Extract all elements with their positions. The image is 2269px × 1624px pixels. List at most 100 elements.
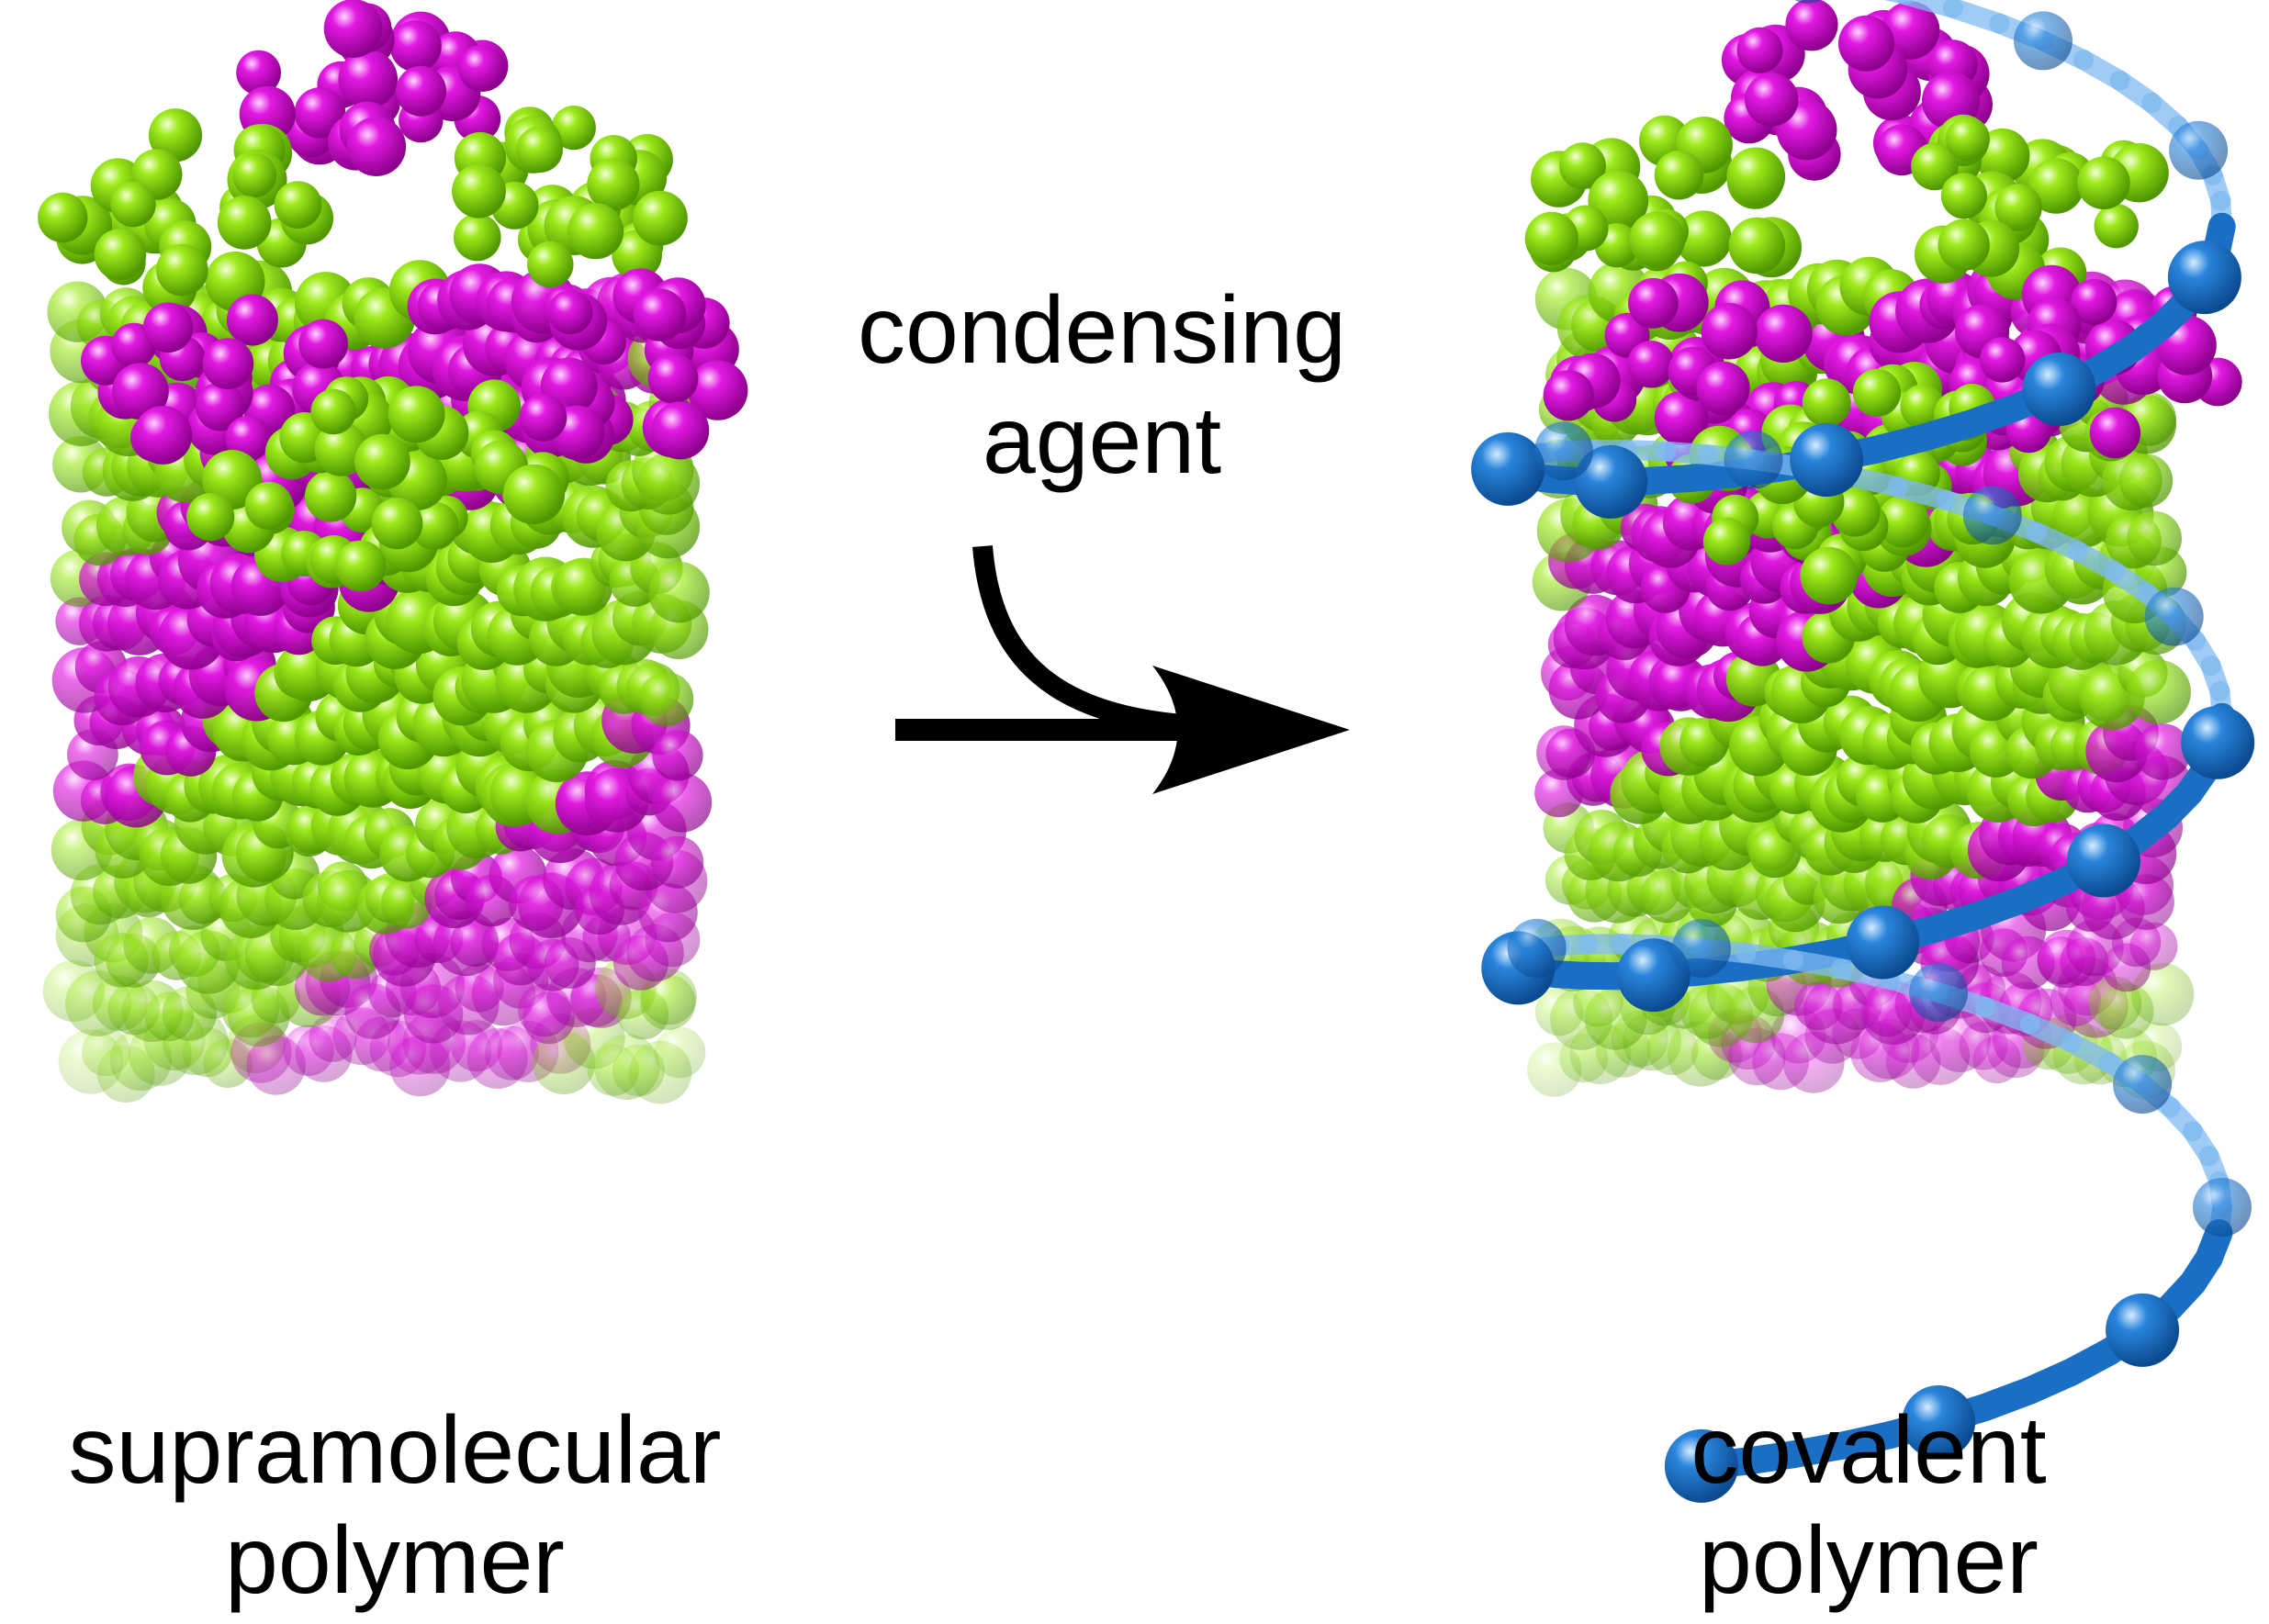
blue-bead	[1671, 919, 1731, 979]
green-atom	[502, 464, 564, 525]
green-atom	[1800, 546, 1859, 605]
right-label-line1: covalent	[1691, 1397, 2047, 1504]
magenta-atom	[1627, 341, 1675, 388]
magenta-atom	[111, 363, 169, 420]
green-atom	[388, 386, 445, 443]
green-atom	[274, 181, 322, 230]
reagent-label-line1: condensing	[858, 277, 1346, 384]
green-atom	[1524, 211, 1578, 265]
green-atom	[1726, 147, 1786, 207]
magenta-atom	[389, 20, 442, 73]
blue-bead	[1724, 430, 1783, 489]
magenta-atom	[1838, 15, 1894, 72]
magenta-atom	[1628, 277, 1679, 329]
green-atom	[110, 182, 156, 228]
green-atom	[38, 192, 88, 243]
magenta-atom	[1881, 1, 1940, 60]
magenta-atom	[323, 0, 383, 58]
magenta-atom	[2071, 278, 2117, 326]
blue-bead	[2113, 1055, 2173, 1114]
blue-bead	[2144, 587, 2204, 646]
green-atom	[1940, 173, 1987, 219]
magenta-atom	[2134, 723, 2191, 780]
blue-bead	[2022, 353, 2096, 426]
green-atom	[527, 241, 574, 288]
magenta-atom	[651, 835, 704, 889]
supramolecular-polymer-stack	[38, 0, 748, 1104]
green-atom	[2127, 510, 2182, 566]
blue-bead	[1616, 938, 1691, 1013]
green-atom	[334, 540, 387, 592]
blue-bead	[1574, 444, 1648, 519]
green-atom	[1938, 218, 1990, 271]
green-atom	[2118, 454, 2174, 508]
supramolecular-polymer-label: supramolecular polymer	[0, 1395, 790, 1616]
green-atom	[1728, 217, 1786, 274]
reagent-label-line2: agent	[982, 387, 1222, 494]
magenta-atom	[652, 772, 713, 833]
green-atom	[2077, 156, 2130, 210]
arrow-head	[1152, 666, 1350, 794]
blue-bead	[2067, 823, 2140, 898]
magenta-atom	[647, 353, 699, 404]
green-atom	[2094, 204, 2139, 249]
magenta-atom	[298, 319, 348, 369]
blue-bead	[1909, 963, 1969, 1022]
green-atom	[1852, 368, 1901, 417]
green-atom	[1559, 142, 1606, 190]
green-atom	[232, 153, 277, 198]
blue-bead	[2181, 705, 2255, 779]
magenta-atom	[202, 338, 254, 389]
green-atom	[633, 190, 688, 246]
magenta-atom	[548, 289, 593, 335]
green-atom	[2126, 659, 2191, 724]
reagent-label: condensing agent	[781, 275, 1423, 496]
green-atom	[1994, 184, 2042, 231]
green-atom	[1877, 495, 1929, 548]
magenta-atom	[142, 302, 194, 353]
magenta-atom	[225, 415, 271, 462]
blue-bead	[2106, 1293, 2180, 1367]
green-atom	[94, 228, 147, 281]
left-label-line1: supramolecular	[68, 1397, 722, 1504]
blue-bead	[1790, 423, 1864, 497]
magenta-atom	[236, 50, 281, 95]
blue-bead	[1794, 0, 1822, 4]
covalent-polymer-label: covalent polymer	[1469, 1395, 2268, 1616]
magenta-atom	[2129, 922, 2178, 970]
green-atom	[244, 481, 293, 531]
magenta-atom	[688, 360, 748, 420]
right-label-line2: polymer	[1699, 1507, 2039, 1614]
blue-bead	[2167, 241, 2241, 315]
magenta-atom	[196, 382, 245, 431]
green-atom	[1629, 211, 1686, 268]
blue-bead	[1902, 1385, 1976, 1459]
green-atom	[1911, 142, 1959, 191]
magenta-atom	[1785, 0, 1838, 51]
green-atom	[304, 470, 357, 522]
green-atom	[1654, 150, 1704, 200]
blue-bead	[1471, 431, 1545, 506]
green-atom	[186, 493, 235, 542]
blue-bead	[2169, 120, 2229, 180]
magenta-atom	[294, 87, 346, 139]
green-atom	[452, 163, 506, 218]
magenta-atom	[1754, 304, 1813, 363]
magenta-atom	[226, 294, 278, 346]
green-atom	[567, 203, 624, 260]
green-atom	[371, 498, 423, 550]
covalent-backbone-chain	[1471, 0, 2255, 1503]
arrow-curve	[972, 545, 1195, 735]
green-atom	[1945, 117, 1990, 162]
green-atom	[310, 388, 356, 435]
green-atom	[654, 1026, 706, 1079]
green-atom	[551, 106, 596, 151]
magenta-atom	[1736, 27, 1783, 73]
magenta-atom	[338, 50, 399, 109]
magenta-atom	[2089, 407, 2141, 459]
left-label-line2: polymer	[225, 1507, 565, 1614]
curved-arrow-icon	[895, 545, 1350, 794]
green-atom	[1675, 210, 1732, 267]
blue-bead	[1507, 918, 1567, 978]
